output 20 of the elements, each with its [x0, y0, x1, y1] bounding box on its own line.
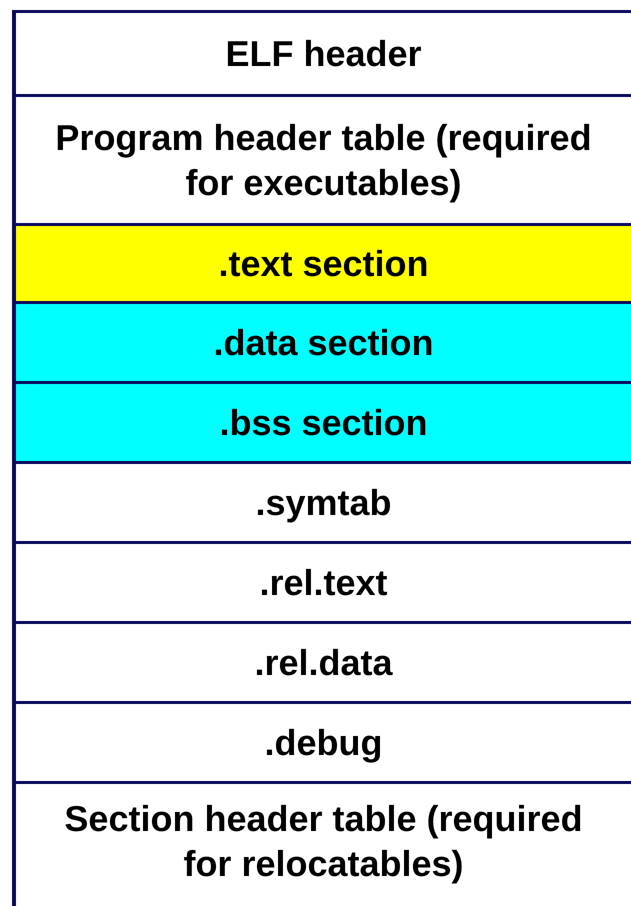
section-label: .debug [264, 721, 382, 765]
section-label: Program header table (required for executables) [54, 116, 593, 205]
section-label: .data section [213, 321, 434, 365]
section-row [12, 781, 631, 906]
section-row [12, 301, 631, 381]
section-row [12, 94, 631, 223]
section-label: .rel.data [254, 641, 393, 685]
section-label: .bss section [219, 401, 428, 445]
section-row [12, 381, 631, 461]
section-label: Section header table (required for relocatables) [63, 797, 584, 886]
section-row [12, 541, 631, 621]
section-label: .symtab [255, 481, 392, 525]
section-label: .text section [218, 242, 429, 286]
section-label: .rel.text [259, 561, 388, 605]
section-row [12, 701, 631, 781]
section-label: ELF header [225, 32, 422, 76]
section-row [12, 223, 631, 301]
section-row [12, 621, 631, 701]
section-row [12, 10, 631, 94]
section-row [12, 461, 631, 541]
